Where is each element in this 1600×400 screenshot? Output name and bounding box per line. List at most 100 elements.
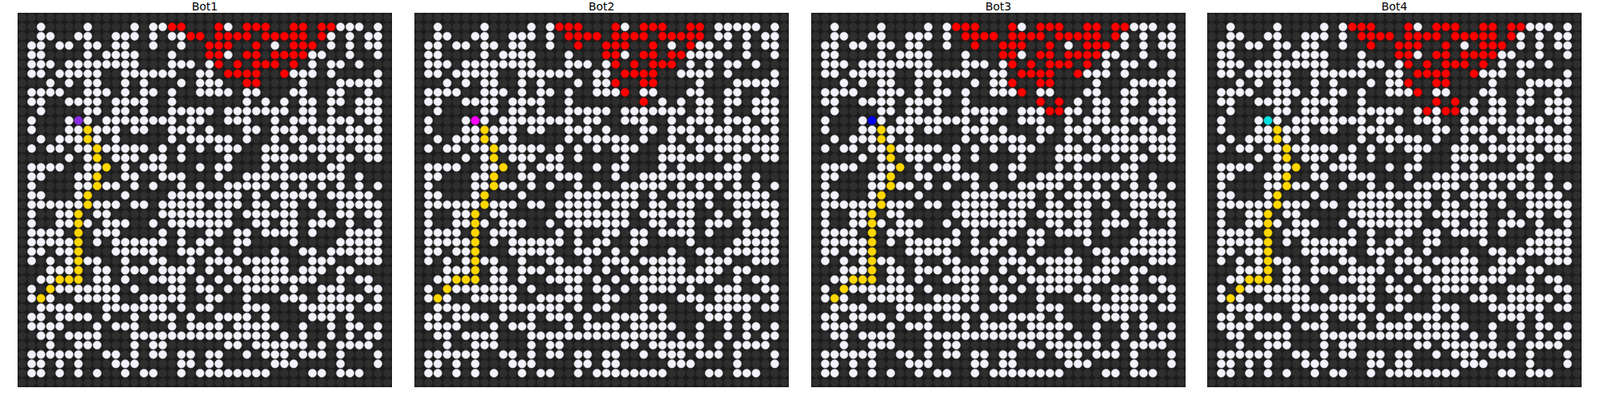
open-cell (149, 22, 158, 31)
open-cell (214, 191, 223, 200)
blocked-cell (355, 312, 364, 321)
open-cell (214, 144, 223, 153)
blocked-cell (752, 69, 760, 78)
blocked-cell (271, 219, 280, 228)
open-cell (205, 294, 214, 303)
open-cell (770, 32, 779, 40)
fire-cell (668, 51, 676, 60)
blocked-cell (214, 13, 223, 22)
blocked-cell (345, 350, 354, 359)
blocked-cell (499, 79, 508, 88)
open-cell (56, 360, 64, 368)
open-cell (676, 69, 685, 78)
blocked-cell (555, 13, 564, 22)
open-cell (140, 163, 148, 172)
blocked-cell (527, 41, 536, 50)
open-cell (527, 60, 536, 68)
open-cell (280, 256, 288, 265)
blocked-cell (317, 200, 326, 209)
open-cell (373, 79, 382, 88)
open-cell (317, 294, 326, 303)
blocked-cell (780, 51, 788, 60)
blocked-cell (18, 172, 27, 181)
open-cell (742, 51, 751, 60)
blocked-cell (64, 181, 73, 190)
blocked-cell (355, 332, 364, 340)
open-cell (345, 340, 354, 349)
blocked-cell (555, 79, 564, 88)
fire-cell (602, 51, 611, 60)
open-cell (84, 116, 92, 124)
blocked-cell (383, 97, 392, 106)
blocked-cell (383, 135, 392, 144)
blocked-cell (18, 266, 27, 275)
blocked-cell (186, 303, 195, 312)
blocked-cell (602, 32, 611, 40)
blocked-cell (46, 181, 55, 190)
blocked-cell (120, 228, 129, 237)
open-cell (120, 219, 129, 228)
open-cell (327, 256, 336, 265)
open-cell (336, 191, 345, 200)
path-cell (74, 266, 83, 275)
open-cell (158, 266, 167, 275)
open-cell (112, 219, 120, 228)
open-cell (252, 340, 260, 349)
blocked-cell (327, 275, 336, 284)
open-cell (243, 97, 252, 106)
open-cell (355, 340, 364, 349)
blocked-cell (676, 88, 685, 96)
open-cell (112, 238, 120, 247)
blocked-cell (592, 60, 601, 68)
blocked-cell (364, 378, 373, 387)
open-cell (364, 238, 373, 247)
open-cell (704, 51, 713, 60)
fire-cell (686, 32, 695, 40)
blocked-cell (364, 266, 373, 275)
open-cell (130, 200, 139, 209)
open-cell (546, 41, 555, 50)
open-cell (27, 368, 36, 377)
blocked-cell (205, 13, 214, 22)
open-cell (27, 41, 36, 50)
blocked-cell (18, 209, 27, 218)
blocked-cell (196, 97, 204, 106)
open-cell (112, 107, 120, 116)
open-cell (261, 312, 270, 321)
open-cell (112, 125, 120, 134)
blocked-cell (383, 200, 392, 209)
open-cell (704, 41, 713, 50)
blocked-cell (299, 125, 308, 134)
blocked-cell (317, 41, 326, 50)
open-cell (289, 238, 298, 247)
open-cell (271, 135, 280, 144)
open-cell (92, 332, 101, 340)
fire-cell (271, 51, 280, 60)
blocked-cell (56, 125, 64, 134)
open-cell (168, 135, 176, 144)
open-cell (289, 135, 298, 144)
blocked-cell (373, 163, 382, 172)
open-cell (177, 368, 186, 377)
open-cell (84, 172, 92, 181)
blocked-cell (289, 163, 298, 172)
blocked-cell (345, 181, 354, 190)
open-cell (214, 135, 223, 144)
blocked-cell (102, 79, 111, 88)
path-cell (74, 238, 83, 247)
blocked-cell (289, 79, 298, 88)
open-cell (120, 360, 129, 368)
blocked-cell (158, 368, 167, 377)
blocked-cell (74, 107, 83, 116)
open-cell (686, 88, 695, 96)
open-cell (336, 153, 345, 162)
blocked-cell (214, 125, 223, 134)
blocked-cell (345, 360, 354, 368)
open-cell (140, 238, 148, 247)
open-cell (364, 144, 373, 153)
blocked-cell (64, 360, 73, 368)
blocked-cell (74, 51, 83, 60)
blocked-cell (186, 51, 195, 60)
open-cell (149, 275, 158, 284)
blocked-cell (780, 13, 788, 22)
